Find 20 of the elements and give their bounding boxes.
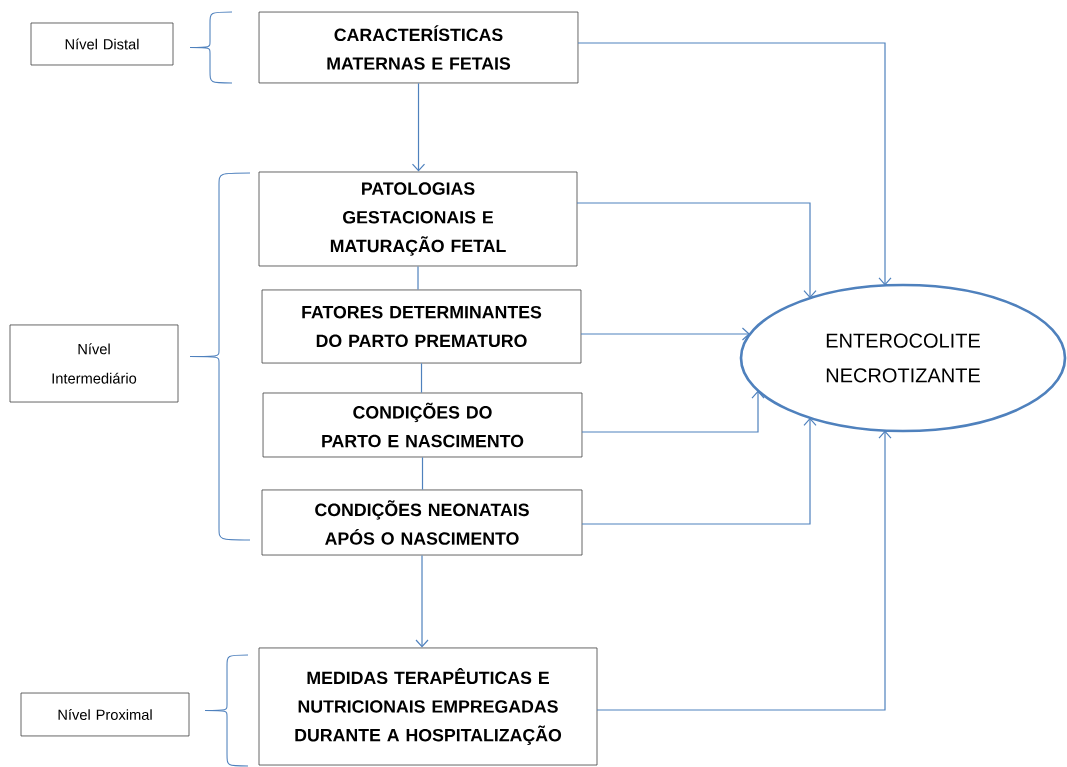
connector-line	[421, 456, 424, 491]
arrow	[576, 202, 817, 299]
process-box: MEDIDAS TERAPÊUTICAS E NUTRICIONAIS EMPREGADAS DURANTE A HOSPITALIZAÇÃO	[258, 647, 598, 766]
process-box: CARACTERÍSTICAS MATERNAS E FETAIS	[258, 11, 579, 84]
process-box: PATOLOGIAS GESTACIONAIS E MATURAÇÃO FETAL	[258, 171, 578, 267]
level-box: Nível Intermediário	[9, 324, 179, 403]
connector-line	[420, 362, 423, 394]
process-box: FATORES DETERMINANTES DO PARTO PREMATURO	[261, 289, 582, 364]
arrow	[596, 430, 892, 711]
arrow	[580, 327, 750, 341]
arrow	[415, 554, 429, 648]
process-box: CONDIÇÕES DO PARTO E NASCIMENTO	[262, 392, 583, 458]
arrow	[411, 82, 426, 172]
arrow	[581, 417, 817, 525]
connector-line	[417, 265, 419, 291]
arrow	[581, 390, 765, 433]
process-box: CONDIÇÕES NEONATAIS APÓS O NASCIMENTO	[261, 489, 583, 556]
arrow	[577, 42, 892, 286]
level-box: Nível Proximal	[20, 692, 190, 737]
level-box: Nível Distal	[30, 22, 174, 66]
